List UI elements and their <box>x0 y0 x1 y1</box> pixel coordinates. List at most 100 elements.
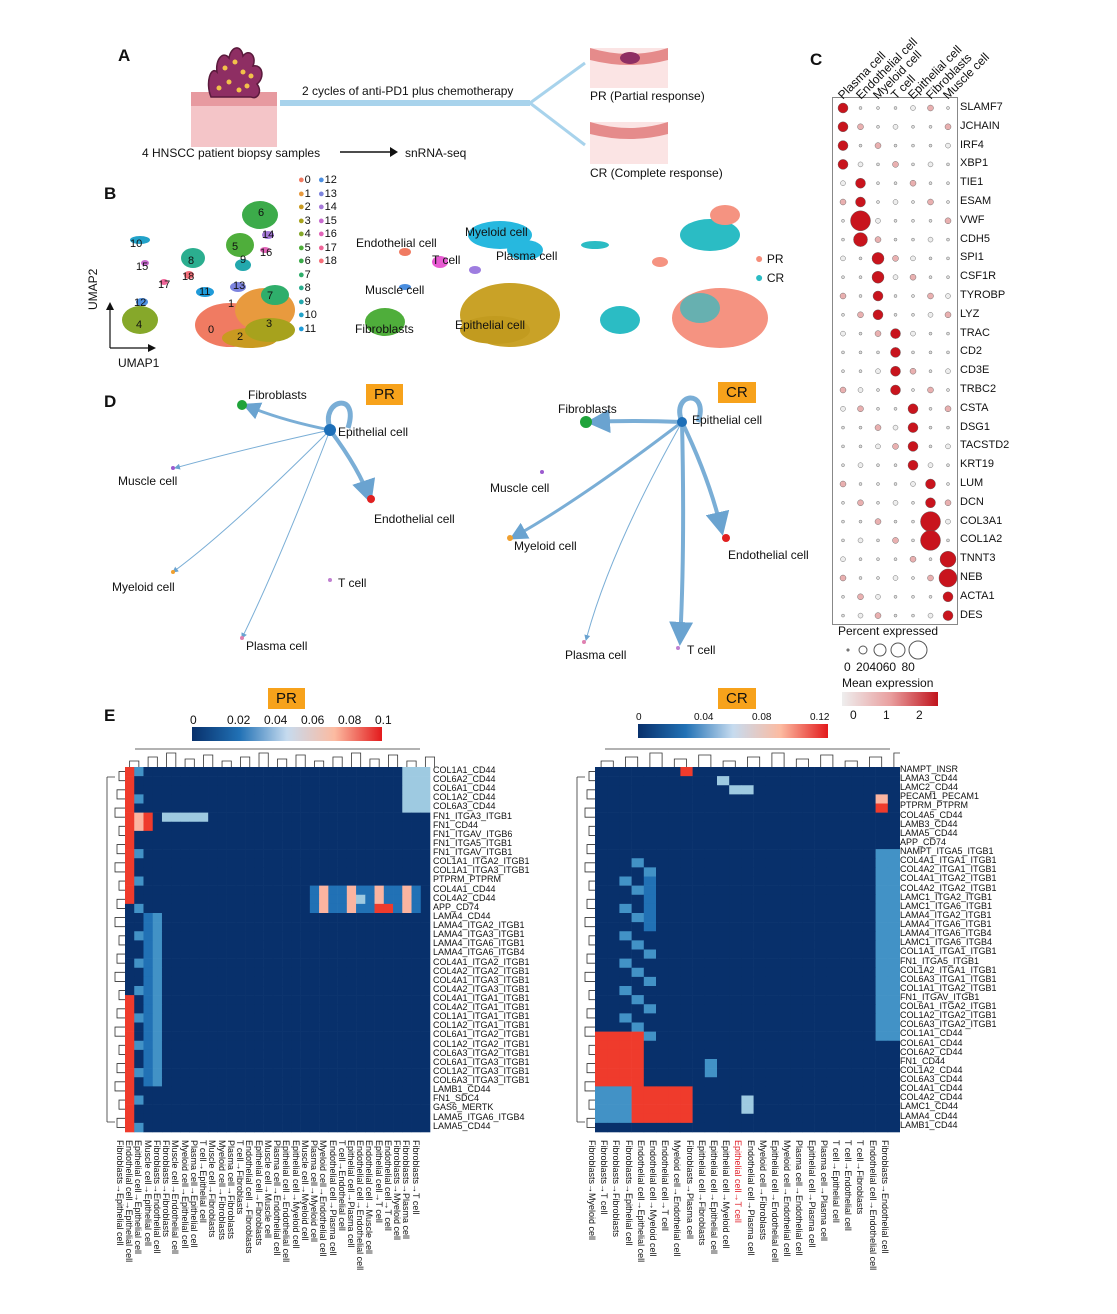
heat-cell <box>741 949 754 959</box>
heat-cell <box>790 785 803 795</box>
heat-cell <box>291 1040 301 1051</box>
gene-label: LYZ <box>960 307 980 320</box>
heat-cell <box>668 1113 681 1124</box>
heat-cell <box>839 767 852 777</box>
heat-cell <box>717 1113 730 1124</box>
heat-cell <box>198 794 209 804</box>
heat-cell <box>226 1059 237 1069</box>
heat-cell <box>356 867 366 877</box>
heat-cell <box>595 849 608 859</box>
heat-cell <box>383 785 394 795</box>
dot-TACSTD2-3 <box>892 443 899 450</box>
heat-cell <box>374 913 385 923</box>
heat-cell <box>143 821 154 832</box>
heat-cell <box>402 767 412 777</box>
heat-cell <box>125 958 135 969</box>
dot-IRF4-5 <box>928 143 933 148</box>
cr-row-label: COL4A5_CD44 <box>900 809 963 820</box>
heat-cell <box>245 903 255 914</box>
heat-cell <box>337 1068 348 1078</box>
heat-cell <box>356 894 366 905</box>
heat-cell <box>282 1113 292 1124</box>
cluster-legend-item: ●2 <box>298 201 311 213</box>
dot-SPI1-2 <box>871 252 885 265</box>
heat-cell <box>875 940 889 950</box>
heat-cell <box>217 1031 227 1042</box>
heat-cell <box>680 986 693 996</box>
heat-cell <box>643 1022 657 1032</box>
heat-cell <box>208 894 218 905</box>
heat-cell <box>668 1059 681 1069</box>
dotplot-grid <box>837 102 958 621</box>
heat-cell <box>717 903 730 914</box>
heat-cell <box>235 885 246 896</box>
cr-col-label: Epithelial cell→Endothelial cell <box>770 1140 780 1263</box>
heat-cell <box>226 1013 237 1023</box>
heat-cell <box>790 1113 803 1124</box>
heat-cell <box>189 967 200 978</box>
heat-cell <box>753 1068 767 1078</box>
heat-cell <box>729 1013 742 1023</box>
heat-cell <box>790 931 803 941</box>
heat-cell <box>704 858 718 868</box>
heat-cell <box>765 867 779 877</box>
heat-cell <box>704 903 718 914</box>
heat-cell <box>802 1068 815 1078</box>
heat-cell <box>595 995 608 1005</box>
dot-COL1A2-4 <box>911 538 915 543</box>
heat-cell <box>365 931 375 941</box>
heat-cell <box>245 1031 255 1042</box>
heat-cell <box>235 867 246 877</box>
heat-cell <box>198 1022 209 1032</box>
heat-cell <box>143 922 154 932</box>
heat-cell <box>851 913 864 923</box>
dot-TYROBP-3 <box>893 294 898 298</box>
dot-COL3A1-0 <box>841 519 845 524</box>
heat-cell <box>365 812 375 823</box>
cluster-legend-item: ●18 <box>318 255 337 267</box>
heat-cell <box>300 821 311 832</box>
heat-cell <box>365 1004 375 1014</box>
heat-cell <box>272 1086 283 1096</box>
heat-cell <box>383 894 394 905</box>
heat-cell <box>365 1059 375 1069</box>
heat-cell <box>152 931 163 941</box>
heat-cell <box>802 1004 815 1014</box>
heat-cell <box>300 913 311 923</box>
heat-cell <box>152 913 163 923</box>
dot-CSTA-1 <box>857 405 864 412</box>
heat-cell <box>356 1095 366 1105</box>
dot-ESAM-6 <box>946 200 950 204</box>
cr-row-label: LAMB3_CD44 <box>900 818 958 829</box>
heat-cell <box>826 803 840 813</box>
heat-cell <box>802 885 815 896</box>
dot-SPI1-4 <box>910 255 916 262</box>
heat-cell <box>254 1059 264 1069</box>
cr-col-label: Fibroblasts→Plasma cell <box>684 1140 695 1240</box>
heat-cell <box>365 894 375 905</box>
heat-cell <box>680 840 693 850</box>
heat-cell <box>226 1040 237 1051</box>
heat-cell <box>631 1040 645 1051</box>
heat-cell <box>402 931 412 941</box>
heat-cell <box>765 849 779 859</box>
label-fibroblasts: Fibroblasts <box>355 322 414 336</box>
heat-cell <box>134 949 144 959</box>
cr-row-label: LAMB1_CD44 <box>900 1119 958 1130</box>
heat-cell <box>851 1004 864 1014</box>
heat-cell <box>337 986 348 996</box>
gene-label: CSTA <box>960 401 989 414</box>
heat-cell <box>125 949 135 959</box>
pr-row-label: LAMA5_CD44 <box>433 1120 491 1131</box>
dot-SPI1-6 <box>946 256 950 261</box>
pr-col-label: Muscle cell→Fibroblasts <box>207 1140 218 1238</box>
heat-cell <box>753 1031 767 1042</box>
heat-cell <box>741 1031 754 1042</box>
heat-cell <box>217 1022 227 1032</box>
heat-cell <box>393 995 403 1005</box>
heat-cell <box>765 785 779 795</box>
cr-row-label: LAMA3_CD44 <box>900 773 958 784</box>
heat-cell <box>180 1031 190 1042</box>
heat-cell <box>272 840 283 850</box>
heat-cell <box>402 858 412 868</box>
